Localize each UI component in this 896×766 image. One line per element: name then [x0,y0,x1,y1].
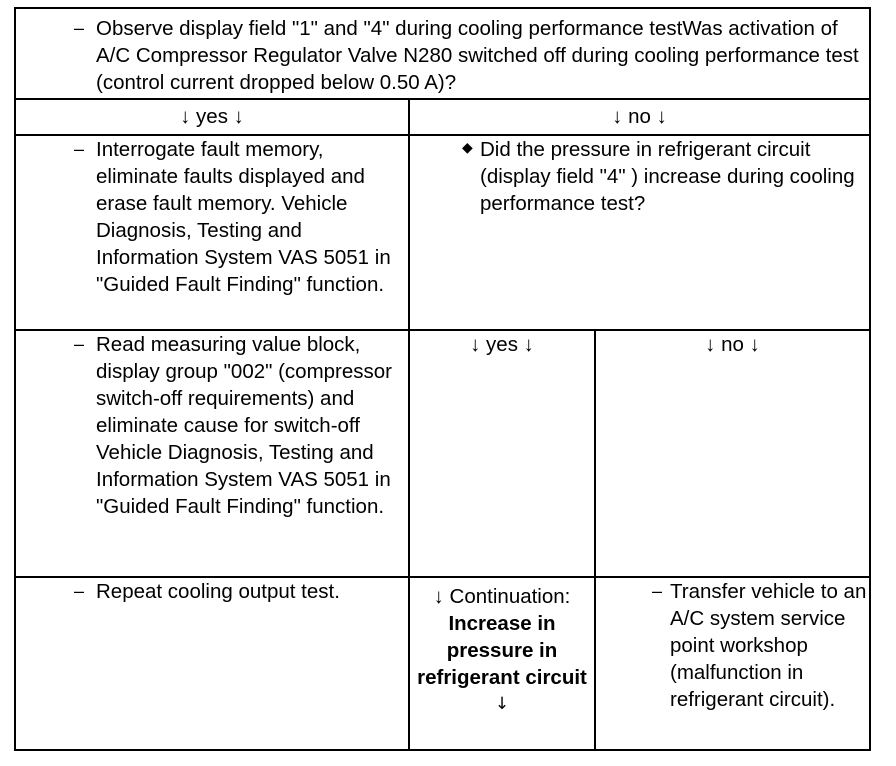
row-actions-3: – Repeat cooling output test. ↓ Continua… [14,575,872,752]
diagnostic-flow-table: – Observe display field "1" and "4" duri… [13,7,872,752]
transfer-vehicle-text: Transfer vehicle to an A/C system servic… [670,579,867,711]
dash-bullet: – [74,333,85,354]
continuation-label: ↓ Continuation: [433,584,571,608]
pressure-question-step: ◆ Did the pressure in refrigerant circui… [410,136,869,217]
answer-no-2: ↓ no ↓ [593,328,872,578]
read-block-text: Read measuring value block, display grou… [96,332,392,518]
row-answer-1: ↓ yes ↓ ↓ no ↓ [14,97,872,137]
interrogate-fault-step: – Interrogate fault memory, eliminate fa… [16,136,408,298]
dash-bullet: – [74,18,85,38]
continuation-arrow-icon: ↓ [494,693,510,714]
answer-no-1: ↓ no ↓ [407,97,872,137]
continuation-text: Increase in pressure in refrigerant circ… [417,611,587,689]
continuation-cell: ↓ Continuation: Increase in pressure in … [408,575,596,752]
answer-yes-2: ↓ yes ↓ [408,328,596,578]
initial-question-text: Observe display field "1" and "4" during… [96,17,859,94]
continuation-block: ↓ Continuation: Increase in pressure in … [410,578,594,718]
transfer-vehicle-step: – Transfer vehicle to an A/C system serv… [596,578,869,713]
initial-question-step: – Observe display field "1" and "4" duri… [16,9,869,96]
row-actions-1: – Interrogate fault memory, eliminate fa… [14,134,872,331]
repeat-test-text: Repeat cooling output test. [96,579,340,603]
pressure-question-cell: ◆ Did the pressure in refrigerant circui… [407,134,872,331]
answer-yes-1: ↓ yes ↓ [14,97,410,137]
diamond-bullet: ◆ [462,139,473,155]
dash-bullet: – [652,580,663,601]
repeat-test-cell: – Repeat cooling output test. [14,575,410,752]
pressure-question-text: Did the pressure in refrigerant circuit … [480,138,855,215]
transfer-vehicle-cell: – Transfer vehicle to an A/C system serv… [593,575,872,752]
interrogate-fault-cell: – Interrogate fault memory, eliminate fa… [14,134,410,331]
interrogate-fault-text: Interrogate fault memory, eliminate faul… [96,138,391,296]
dash-bullet: – [74,139,85,159]
repeat-test-step: – Repeat cooling output test. [16,578,408,605]
initial-question-cell: – Observe display field "1" and "4" duri… [13,7,872,100]
read-block-step: – Read measuring value block, display gr… [16,331,408,520]
row-initial-question: – Observe display field "1" and "4" duri… [13,7,872,100]
dash-bullet: – [74,580,85,601]
row-actions-2: – Read measuring value block, display gr… [14,328,872,578]
read-block-cell: – Read measuring value block, display gr… [14,328,410,578]
